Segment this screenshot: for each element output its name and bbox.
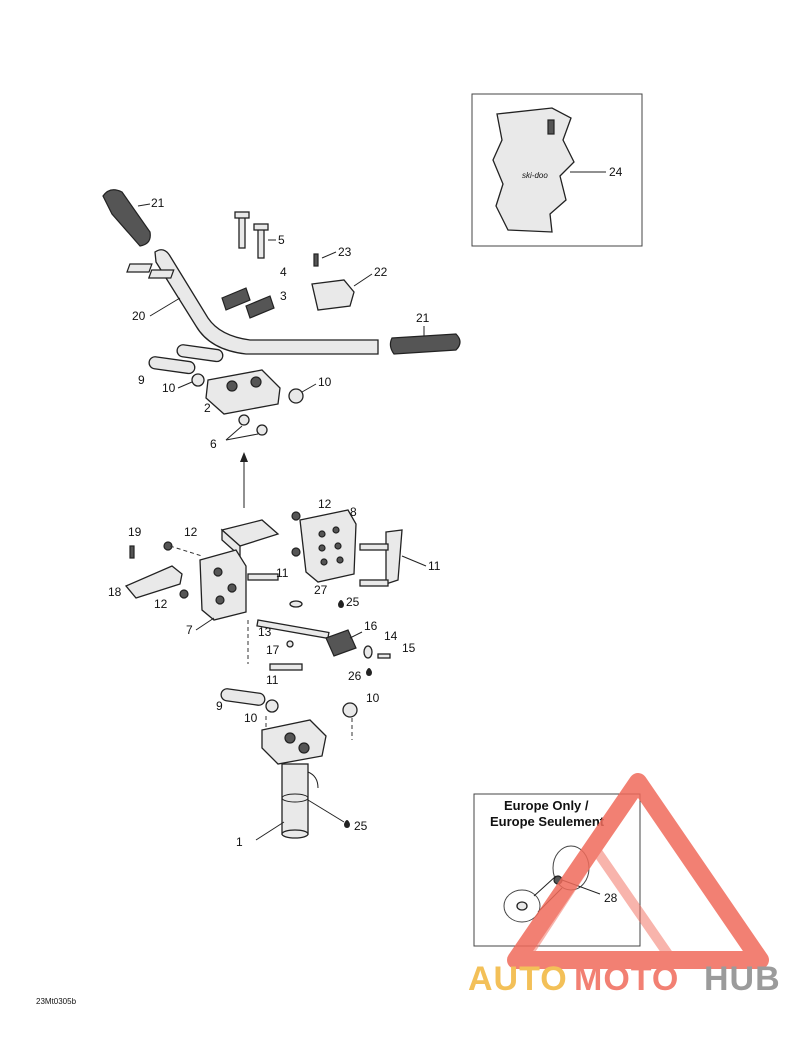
label-10-bottom-left: 10: [244, 711, 258, 725]
label-16: 16: [364, 619, 378, 633]
watermark-auto: AUTO: [468, 960, 568, 998]
watermark-logo: AUTO MOTO HUB: [468, 773, 781, 998]
handlebar-assembly: 21 20 21 5 4 3 23 22: [102, 189, 461, 508]
label-15: 15: [402, 641, 416, 655]
label-11-lower: 11: [266, 673, 279, 687]
watermark-moto: MOTO: [574, 960, 679, 998]
label-18: 18: [108, 585, 122, 599]
label-22: 22: [374, 265, 388, 279]
adjuster-assembly: 8 12 11 7 18 19 12 12 11 13 2: [108, 497, 441, 687]
label-3: 3: [280, 289, 287, 303]
label-11-mid: 11: [276, 566, 289, 580]
label-26: 26: [348, 669, 362, 683]
label-17: 17: [266, 643, 280, 657]
label-12-left-top: 12: [184, 525, 198, 539]
drawing-code: 23Mt0305b: [36, 997, 77, 1006]
label-19: 19: [128, 525, 142, 539]
label-24: 24: [609, 165, 623, 179]
label-14: 14: [384, 629, 398, 643]
label-27: 27: [314, 583, 328, 597]
label-21-left: 21: [151, 196, 165, 210]
pad-logo-text: ski-doo: [522, 171, 548, 180]
label-21-right: 21: [416, 311, 430, 325]
label-8: 8: [350, 505, 357, 519]
label-23: 23: [338, 245, 352, 259]
europe-title-1: Europe Only /: [504, 798, 589, 813]
label-9-top: 9: [138, 373, 145, 387]
label-10-bottom-right: 10: [366, 691, 380, 705]
lever-18: [124, 565, 183, 599]
label-1: 1: [236, 835, 243, 849]
label-6: 6: [210, 437, 217, 451]
label-13: 13: [258, 625, 272, 639]
watermark-hub: HUB: [704, 960, 781, 998]
grip-left: [102, 189, 151, 247]
grip-right: [389, 333, 461, 355]
label-12-left-bottom: 12: [154, 597, 168, 611]
label-9-bottom: 9: [216, 699, 223, 713]
europe-title-2: Europe Seulement: [490, 814, 605, 829]
label-7: 7: [186, 623, 193, 637]
label-28: 28: [604, 891, 618, 905]
label-20: 20: [132, 309, 146, 323]
handlebar-tube: [154, 249, 379, 355]
handlebar-pad: [492, 107, 575, 233]
label-25-mid: 25: [346, 595, 360, 609]
plate-7: [199, 549, 247, 621]
inset-pad-box: ski-doo 24: [471, 93, 643, 247]
label-11-right: 11: [428, 559, 441, 573]
column-tube: [281, 763, 309, 835]
label-12-top: 12: [318, 497, 332, 511]
label-4: 4: [280, 265, 287, 279]
plate-8: [299, 509, 357, 583]
label-5: 5: [278, 233, 285, 247]
clamp-block: [205, 369, 281, 415]
steering-column: 9 10 10 1 25: [216, 688, 380, 849]
cover-22: [311, 279, 355, 311]
label-25-bottom: 25: [354, 819, 368, 833]
label-10-top-right: 10: [318, 375, 332, 389]
label-2: 2: [204, 401, 211, 415]
label-10-top-left: 10: [162, 381, 176, 395]
